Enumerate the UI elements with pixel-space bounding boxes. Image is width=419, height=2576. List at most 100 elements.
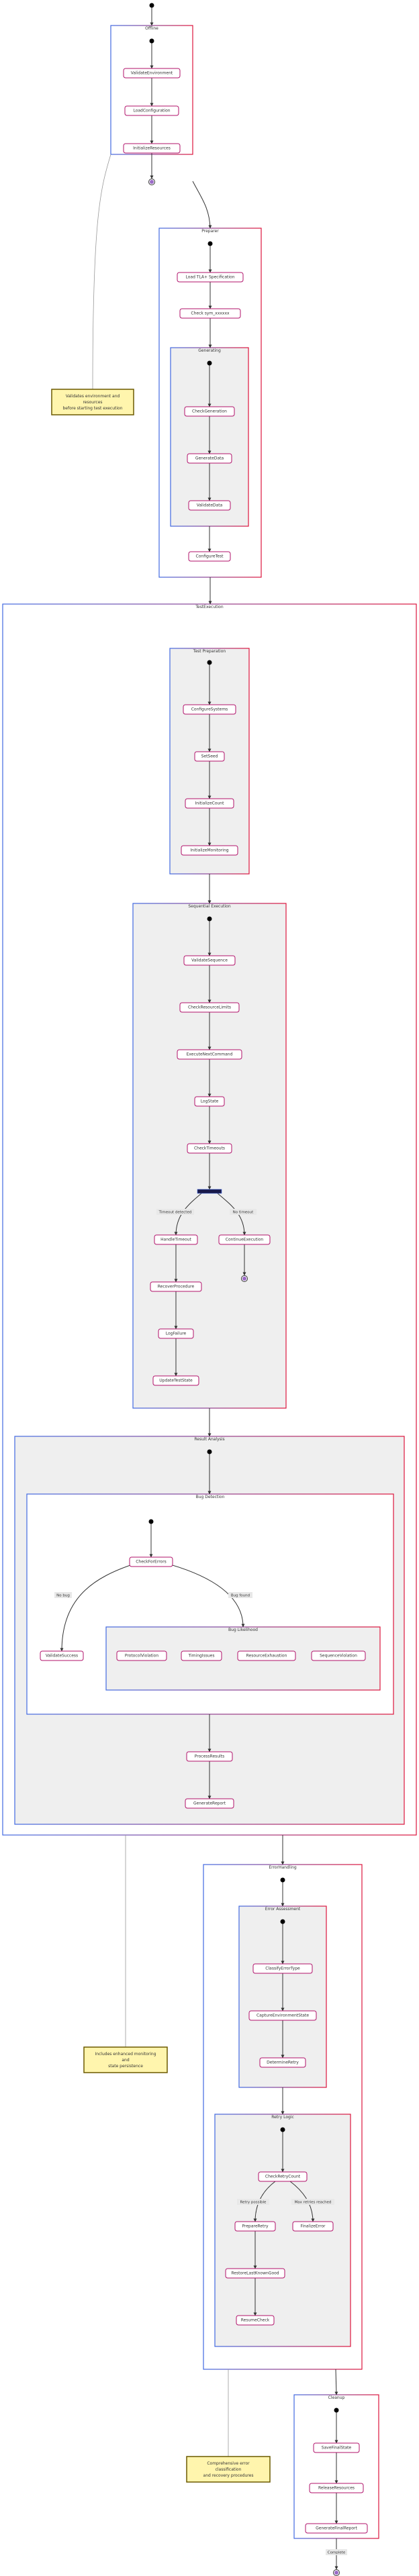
state-label: ReleaseResources (318, 2486, 355, 2491)
state-log-failure[interactable]: LogFailure (158, 1328, 194, 1339)
state-label: SetSeed (201, 754, 218, 759)
state-set-seed[interactable]: SetSeed (194, 751, 225, 762)
end-point (148, 179, 155, 185)
note-text: state persistence (108, 2064, 143, 2069)
edge-label-text: No timeout (233, 1211, 254, 1215)
state-handle-timeout[interactable]: HandleTimeout (154, 1234, 198, 1245)
state-label: GenerateReport (193, 1801, 226, 1806)
state-load-tla-spec[interactable]: Load TLA+ Specification (177, 272, 244, 283)
edge-label-no-timeout: No timeout (230, 1209, 257, 1215)
note-text: and recovery procedures (203, 2473, 254, 2478)
cluster-title-retrylogic: Retry Logic (271, 2115, 294, 2120)
state-update-test-state[interactable]: UpdateTestState (152, 1375, 199, 1386)
start-point (280, 1877, 285, 1883)
state-validate-success[interactable]: ValidateSuccess (40, 1650, 84, 1661)
state-check-for-errors[interactable]: CheckForErrors (129, 1556, 173, 1567)
state-resume-check[interactable]: ResumeCheck (236, 2315, 275, 2326)
state-label: UpdateTestState (159, 1379, 193, 1383)
state-label: RestoreLastKnownGood (231, 2271, 279, 2276)
note-text: before starting test execution (62, 406, 122, 411)
state-label: ValidateSuccess (46, 1654, 78, 1658)
state-configure-test[interactable]: ConfigureTest (188, 551, 231, 562)
state-protocol-violation[interactable]: ProtocolViolation (116, 1650, 167, 1661)
state-timing-issues[interactable]: TimingIssues (181, 1650, 222, 1661)
state-check-resource-limits[interactable]: CheckResourceLimits (179, 1002, 240, 1013)
state-finalize-error[interactable]: FinalizeError (292, 2221, 334, 2232)
cluster-title-offline: Offline (145, 26, 158, 31)
state-label: InitializeResources (133, 146, 171, 151)
state-check-generation[interactable]: CheckGeneration (184, 406, 235, 417)
state-validate-sequence[interactable]: ValidateSequence (183, 955, 236, 966)
note-preparation: Validates environment and resources befo… (51, 389, 134, 415)
state-label: CheckTimeouts (194, 1146, 225, 1151)
state-label: ExecuteNextCommand (187, 1052, 233, 1057)
note-text: Validates environment and (66, 394, 120, 399)
state-prepare-retry[interactable]: PrepareRetry (234, 2221, 276, 2232)
note-text: resources (83, 400, 102, 405)
state-resource-exhaustion[interactable]: ResourceExhaustion (237, 1650, 296, 1661)
state-validate-environment[interactable]: ValidateEnvironment (123, 68, 181, 79)
edge-label-bug-found: Bug found (228, 1592, 252, 1598)
state-check-retry-count[interactable]: CheckRetryCount (258, 2171, 308, 2182)
state-release-resources[interactable]: ReleaseResources (309, 2483, 364, 2493)
edge-label-max-retries: Max retries reached (291, 2199, 334, 2205)
cluster-title-testpreparation: Test Preparation (193, 649, 226, 654)
state-label: CheckGeneration (192, 409, 227, 414)
start-point (207, 241, 213, 246)
state-generate-data[interactable]: GenerateData (187, 453, 232, 464)
edge-label-retry-possible: Retry possible (237, 2199, 269, 2205)
start-point (207, 1449, 212, 1454)
state-initialize-resources[interactable]: InitializeResources (123, 143, 181, 154)
state-label: LogState (201, 1099, 219, 1104)
state-check-sym[interactable]: Check sym_xxxxxx (179, 308, 241, 319)
end-markers (148, 179, 340, 2576)
state-continue-execution[interactable]: ContinueExecution (218, 1234, 271, 1245)
state-generate-report[interactable]: GenerateReport (185, 1798, 234, 1809)
state-generate-final-report[interactable]: GenerateFinalReport (305, 2523, 368, 2534)
state-label: Check sym_xxxxxx (191, 311, 230, 316)
note-text: and (122, 2058, 129, 2063)
state-label: InitializeMonitoring (190, 848, 228, 853)
state-label: CaptureEnvironmentState (257, 2014, 309, 2018)
edges (60, 7, 338, 2570)
state-classify-error-type[interactable]: ClassifyErrorType (252, 1963, 313, 1974)
state-determine-retry[interactable]: DetermineRetry (259, 2057, 306, 2068)
cluster-title-errorassessment: Error Assessment (265, 1907, 301, 1912)
state-save-final-state[interactable]: SaveFinalState (313, 2442, 360, 2453)
state-label: RecoverProcedure (158, 1285, 195, 1289)
state-capture-environment-state[interactable]: CaptureEnvironmentState (248, 2010, 317, 2021)
state-label: ClassifyErrorType (265, 1967, 300, 1971)
state-label: CheckResourceLimits (188, 1005, 231, 1010)
edge-label-timeout-detected: Timeout detected (156, 1209, 194, 1215)
state-configure-systems[interactable]: ConfigureSystems (183, 704, 236, 715)
state-sequence-violation[interactable]: SequenceViolation (311, 1650, 366, 1661)
state-label: ProtocolViolation (125, 1654, 159, 1658)
state-recover-procedure[interactable]: RecoverProcedure (150, 1281, 202, 1292)
note-text: classification (216, 2467, 242, 2472)
state-check-timeouts[interactable]: CheckTimeouts (187, 1143, 232, 1154)
state-label: SaveFinalState (322, 2446, 352, 2450)
cluster-title-bugdetection: Bug Detection (196, 1495, 225, 1499)
state-log-state[interactable]: LogState (194, 1096, 225, 1107)
end-point (333, 2569, 340, 2576)
note-execution: Includes enhanced monitoring and state p… (83, 2046, 168, 2073)
edge-label-text: Bug found (231, 1594, 250, 1598)
start-point (280, 1919, 285, 1924)
start-point (207, 360, 212, 366)
state-label: ResourceExhaustion (246, 1654, 287, 1658)
state-restore-last-known-good[interactable]: RestoreLastKnownGood (225, 2268, 285, 2279)
cluster-title-resultanalysis: Result Analysis (194, 1437, 224, 1442)
start-point (334, 2408, 339, 2413)
state-label: FinalizeError (301, 2224, 326, 2229)
state-initialize-monitoring[interactable]: InitializeMonitoring (181, 845, 238, 856)
state-label: CheckForErrors (136, 1560, 167, 1565)
edge-label-text: Complete (328, 2551, 346, 2555)
state-label: HandleTimeout (160, 1238, 191, 1242)
state-load-configuration[interactable]: LoadConfiguration (124, 105, 179, 116)
state-execute-next-command[interactable]: ExecuteNextCommand (177, 1049, 242, 1060)
state-initialize-count[interactable]: InitializeCount (185, 798, 234, 809)
state-validate-data[interactable]: ValidateData (188, 500, 231, 511)
cluster-title-testexecution: TestExecution (195, 605, 223, 609)
state-process-results[interactable]: ProcessResults (186, 1751, 233, 1762)
